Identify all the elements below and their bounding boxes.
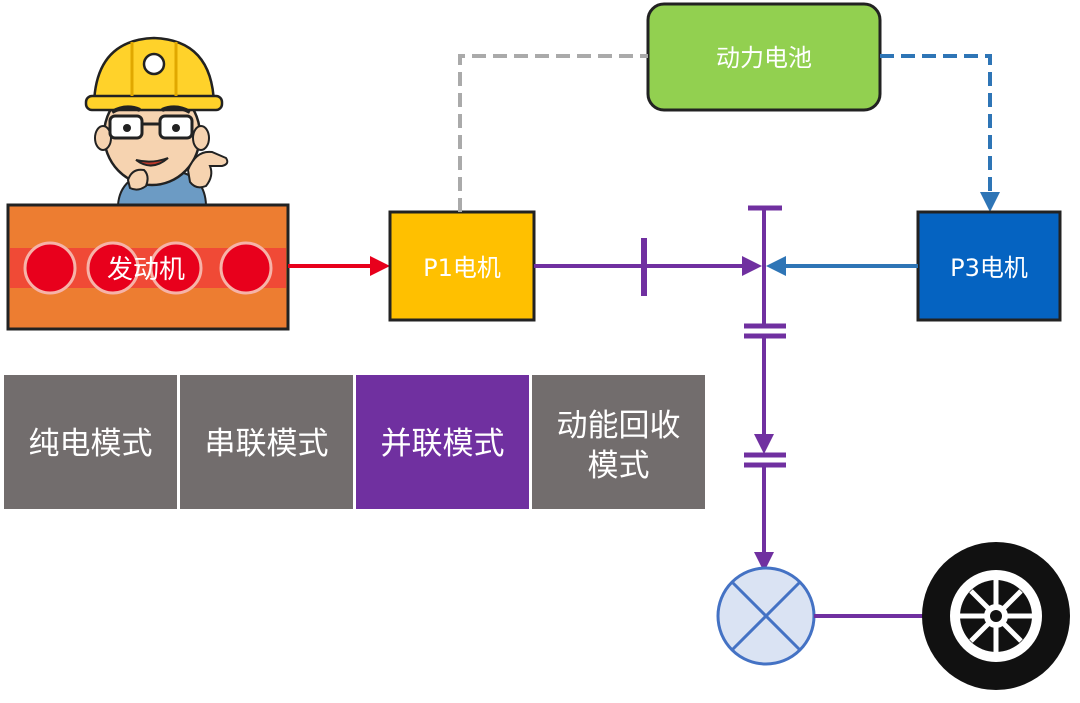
tab-series[interactable]: 串联模式 xyxy=(180,375,353,509)
tab-series-label: 串联模式 xyxy=(205,426,329,462)
battery-p3-link xyxy=(880,54,1000,212)
engineer-mascot-icon xyxy=(84,36,229,206)
wheel-icon xyxy=(922,542,1070,690)
p1-motor: P1电机 xyxy=(388,210,536,322)
p1-motor-label: P1电机 xyxy=(423,254,501,282)
cylinder-1 xyxy=(23,241,77,295)
tab-parallel-label: 并联模式 xyxy=(381,426,505,462)
tab-regen[interactable]: 动能回收 模式 xyxy=(532,375,705,509)
engine-label: 发动机 xyxy=(107,255,185,285)
battery-label: 动力电池 xyxy=(716,44,812,72)
p1-battery-link xyxy=(458,54,648,212)
p3-motor: P3电机 xyxy=(916,210,1062,322)
engine-block: 发动机 xyxy=(6,203,290,331)
tab-pure-electric-label: 纯电模式 xyxy=(29,426,153,462)
mode-tab-bar: 纯电模式 串联模式 并联模式 动能回收 模式 xyxy=(4,375,705,509)
cylinder-2 xyxy=(86,241,140,295)
cylinder-3 xyxy=(149,241,203,295)
tab-regen-label-line2: 模式 xyxy=(588,448,650,484)
differential-icon xyxy=(716,566,816,666)
p3-motor-label: P3电机 xyxy=(950,254,1028,282)
battery: 动力电池 xyxy=(646,2,882,112)
tab-parallel[interactable]: 并联模式 xyxy=(356,375,529,509)
cylinder-4 xyxy=(219,241,273,295)
tab-pure-electric[interactable]: 纯电模式 xyxy=(4,375,177,509)
tab-regen-label-line1: 动能回收 xyxy=(557,408,681,444)
